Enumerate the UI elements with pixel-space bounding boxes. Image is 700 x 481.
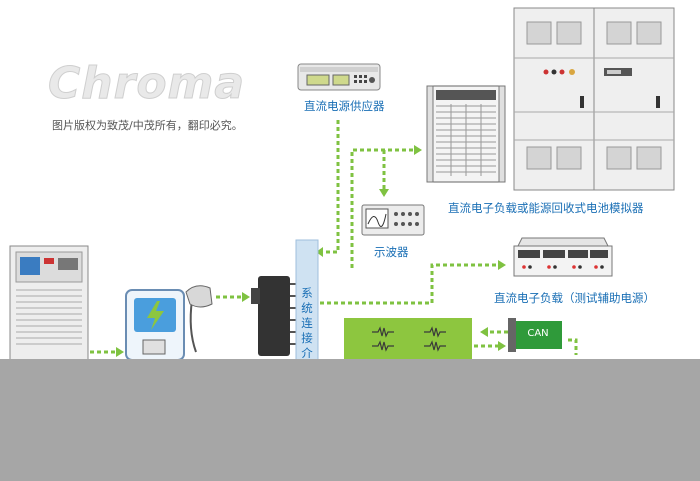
arrow-power-supply-to-interface <box>320 120 340 254</box>
arrow-heads <box>116 145 506 357</box>
arrow-interface-to-aux-load <box>320 263 500 305</box>
copyright-notice: 图片版权为致茂/中茂所有，翻印必究。 <box>52 119 243 132</box>
battery-simulator-cabinet <box>513 7 675 191</box>
power-electronics-board <box>344 318 472 360</box>
label-dc-power-supply: 直流电源供应器 <box>304 99 385 113</box>
signal-arrows <box>90 120 578 355</box>
can-module <box>508 318 562 352</box>
regen-load-device <box>426 85 506 183</box>
charging-station <box>125 285 213 361</box>
chroma-logo: Chroma <box>47 58 246 110</box>
label-system-interface: 系统连接介 <box>301 286 313 360</box>
left-test-cabinet <box>9 245 89 361</box>
oscilloscope-device <box>361 204 425 236</box>
label-regen-load: 直流电子负载或能源回收式电池模拟器 <box>448 201 644 215</box>
dc-power-supply-device <box>297 63 381 91</box>
label-aux-load: 直流电子负载（测试辅助电源） <box>494 291 655 305</box>
harness-connector <box>251 276 300 356</box>
aux-load-device <box>513 237 613 277</box>
label-can: CAN <box>527 328 549 339</box>
arrow-can-down <box>568 338 578 355</box>
floor-band <box>0 359 700 481</box>
label-oscilloscope: 示波器 <box>374 245 409 259</box>
